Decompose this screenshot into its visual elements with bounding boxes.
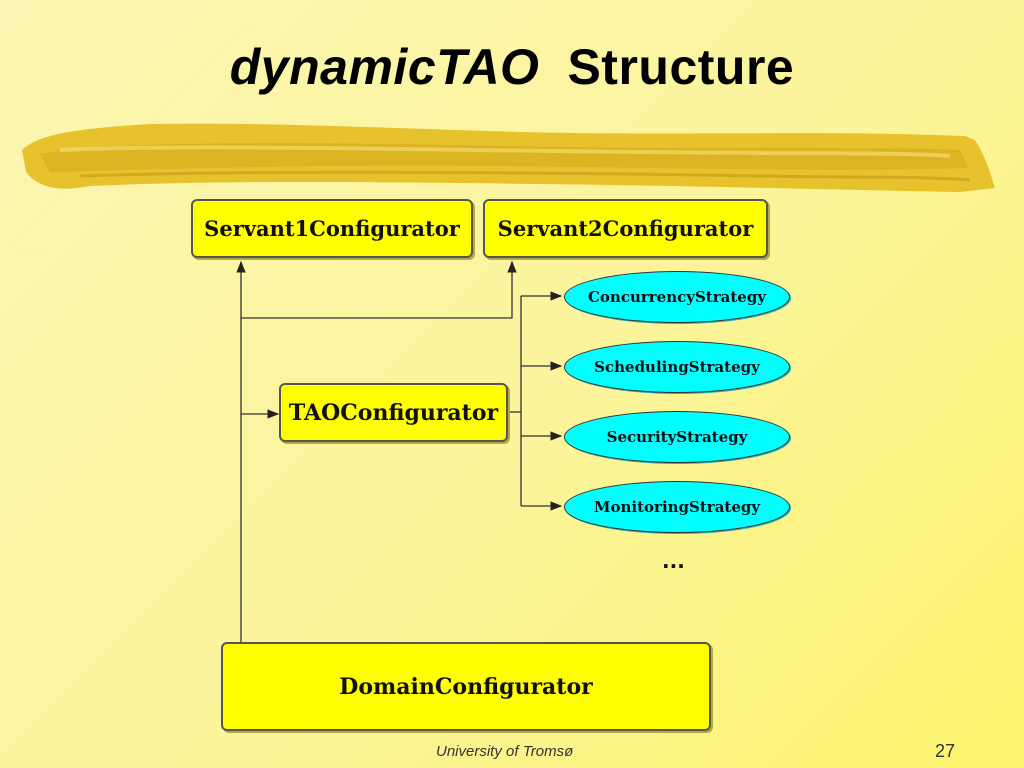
security-label: SecurityStrategy <box>606 428 748 446</box>
brush-stroke-decoration <box>22 123 995 192</box>
concurrency-label: ConcurrencyStrategy <box>587 288 767 306</box>
servant1-configurator: Servant1Configurator <box>191 199 473 258</box>
domain-configurator: DomainConfigurator <box>221 642 711 731</box>
monitoring-strategy: MonitoringStrategy <box>564 481 790 533</box>
slide-title: dynamicTAO Structure <box>0 38 1024 96</box>
continuation-dots: ... <box>662 549 685 573</box>
servant2-label: Servant2Configurator <box>497 216 754 241</box>
page-number: 27 <box>935 741 956 761</box>
monitoring-label: MonitoringStrategy <box>593 498 761 516</box>
edge-domain-servant2 <box>241 260 517 319</box>
title-rest: Structure <box>567 39 795 95</box>
security-strategy: SecurityStrategy <box>564 411 790 463</box>
servant1-label: Servant1Configurator <box>204 216 460 241</box>
title-italic: dynamicTAO <box>229 39 540 95</box>
domain-label: DomainConfigurator <box>339 673 593 700</box>
concurrency-strategy: ConcurrencyStrategy <box>564 271 790 323</box>
tao-configurator: TAOConfigurator <box>279 383 508 442</box>
tao-label: TAOConfigurator <box>288 399 499 426</box>
scheduling-strategy: SchedulingStrategy <box>564 341 790 393</box>
footer-institution: University of Tromsø <box>436 743 574 760</box>
scheduling-label: SchedulingStrategy <box>594 358 760 376</box>
servant2-configurator: Servant2Configurator <box>483 199 768 258</box>
